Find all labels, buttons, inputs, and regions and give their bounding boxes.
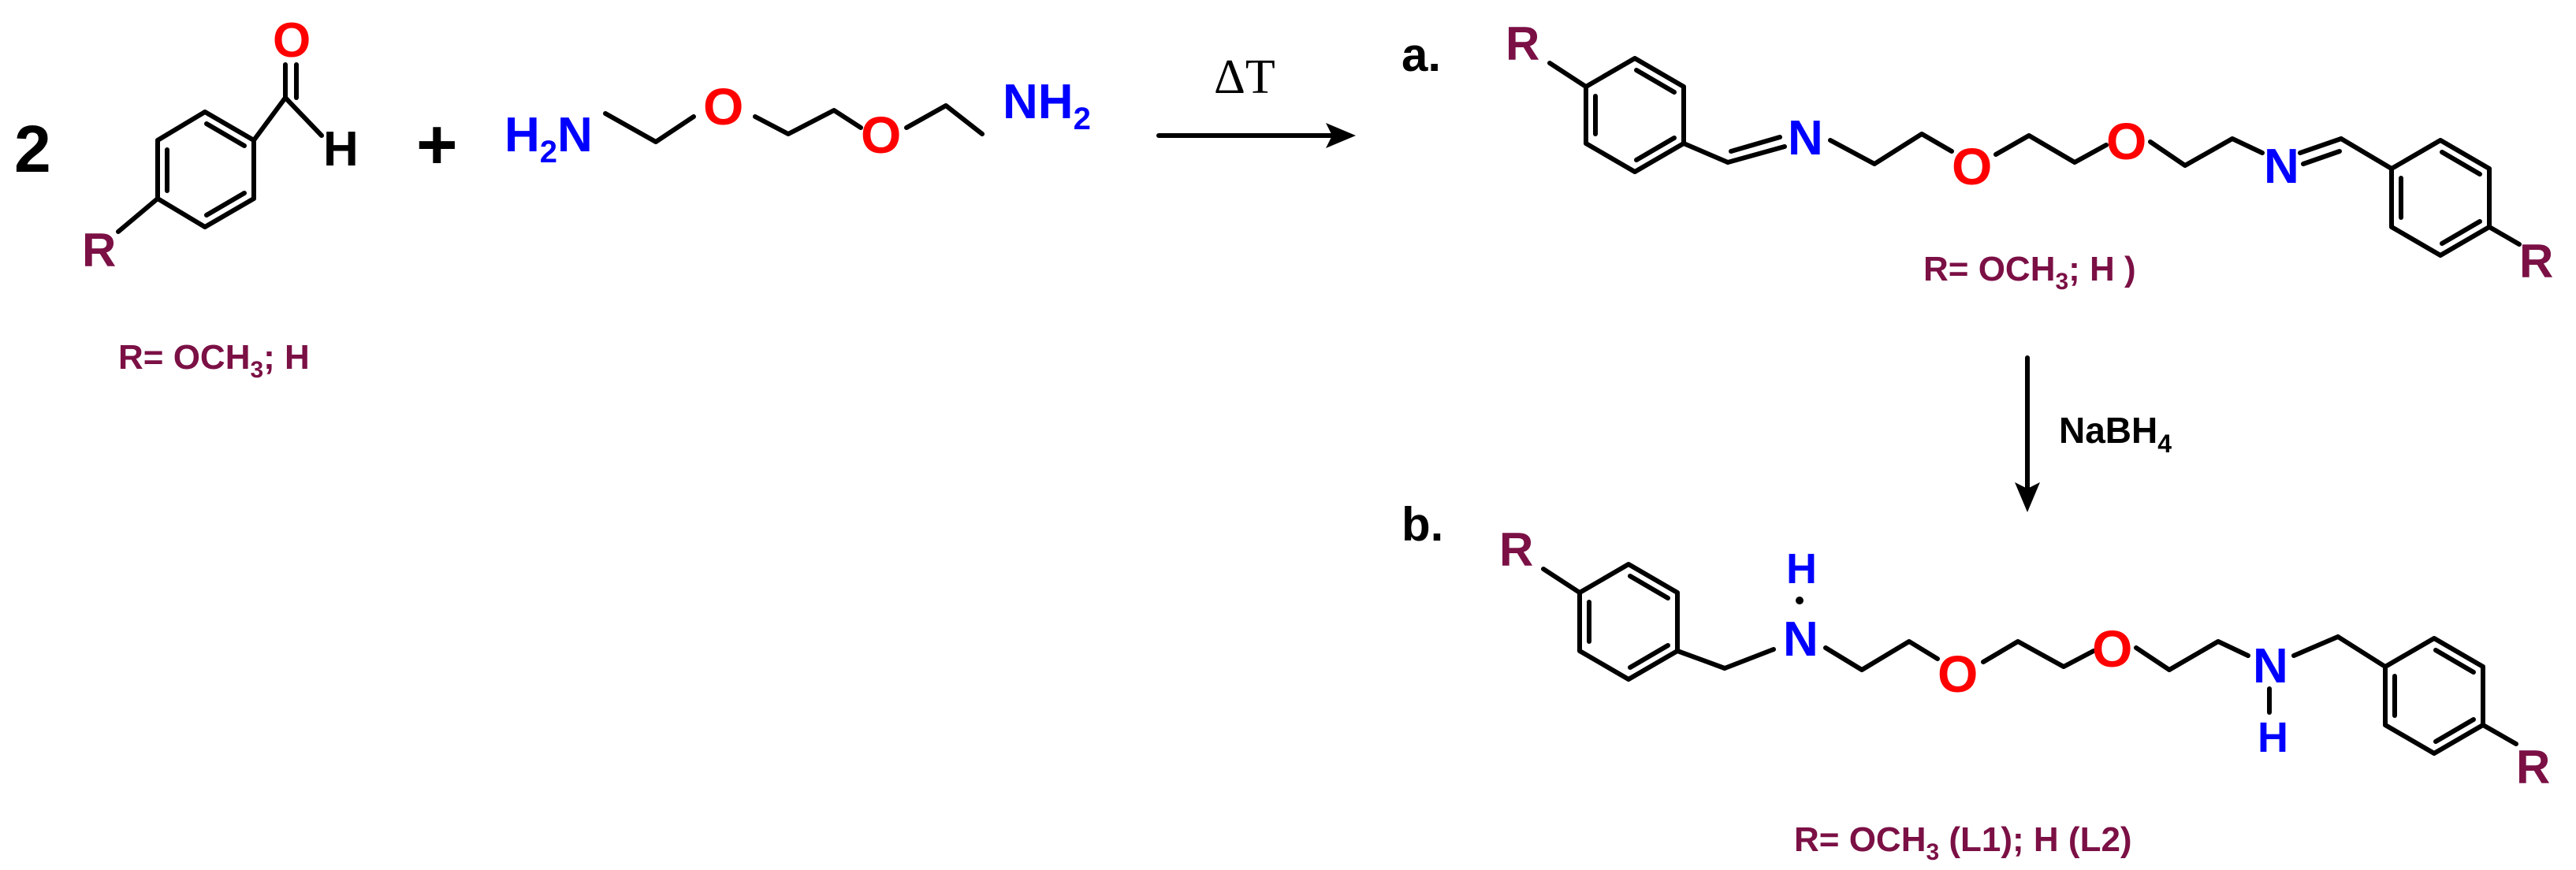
diamine-chain [603, 111, 696, 144]
amine-left: H2N [504, 108, 593, 169]
product-a-right-ring [2298, 136, 2522, 258]
reactant-r-definition: R= OCH3; H [118, 338, 310, 383]
amine-nitrogen: N [1783, 612, 1818, 667]
diamine-chain [904, 103, 985, 136]
substituent-r: R [82, 224, 116, 277]
product-b-chain [1823, 639, 1940, 672]
substituent-r: R [1506, 17, 1539, 70]
amine-nitrogen: N [2253, 639, 2288, 693]
lone-pair-dot [1796, 597, 1804, 604]
product-a-chain [1993, 133, 2109, 165]
diamine-chain [753, 108, 863, 136]
product-a-left-ring [1547, 56, 1787, 174]
product-a-chain [2148, 136, 2265, 168]
product-b-chain [2134, 639, 2250, 672]
stoichiometric-coefficient: 2 [14, 112, 51, 186]
amine-hydrogen: H [1786, 545, 1817, 593]
product-b-structure: b. R H N O O N H R R= [1402, 498, 2550, 865]
reduction-arrow: NaBH4 [2015, 355, 2172, 512]
benzaldehyde-structure: 2 O H R R= OCH3; H [14, 13, 359, 383]
product-a-r-definition: R= OCH3; H ) [1923, 250, 2136, 295]
arrowhead [2015, 482, 2040, 512]
product-b-right-ring [2291, 634, 2518, 756]
reducing-agent-label: NaBH4 [2059, 410, 2172, 458]
diamine-structure: H2N O O NH2 [504, 75, 1091, 169]
ether-oxygen: O [2106, 112, 2146, 170]
heat-label: ΔT [1214, 50, 1275, 104]
ether-oxygen: O [2092, 619, 2132, 678]
ether-oxygen: O [861, 106, 901, 164]
product-b-r-definition: R= OCH3 (L1); H (L2) [1794, 820, 2132, 865]
benzaldehyde-ring [116, 62, 324, 234]
aldehyde-hydrogen: H [323, 122, 359, 177]
product-a-structure: a. R N O O N R R= OCH3; H [1402, 17, 2553, 295]
substituent-r: R [1499, 523, 1533, 576]
amine-right: NH2 [1003, 75, 1091, 136]
aldehyde-oxygen: O [273, 13, 311, 68]
product-b-label: b. [1402, 498, 1443, 551]
ether-oxygen: O [1952, 137, 1992, 195]
product-b-left-ring [1541, 562, 1776, 682]
ether-oxygen: O [1938, 645, 1978, 703]
amine-hydrogen: H [2258, 714, 2288, 761]
ether-oxygen: O [703, 77, 743, 136]
imine-nitrogen: N [2264, 139, 2299, 194]
arrowhead [1326, 123, 1356, 148]
imine-nitrogen: N [1788, 111, 1823, 165]
heat-arrow: ΔT [1156, 50, 1356, 148]
plus-sign: + [416, 106, 458, 184]
product-b-chain [1981, 639, 2096, 669]
substituent-r: R [2519, 235, 2553, 288]
product-a-chain [1828, 132, 1954, 166]
substituent-r: R [2516, 741, 2550, 794]
product-a-label: a. [1402, 28, 1441, 81]
